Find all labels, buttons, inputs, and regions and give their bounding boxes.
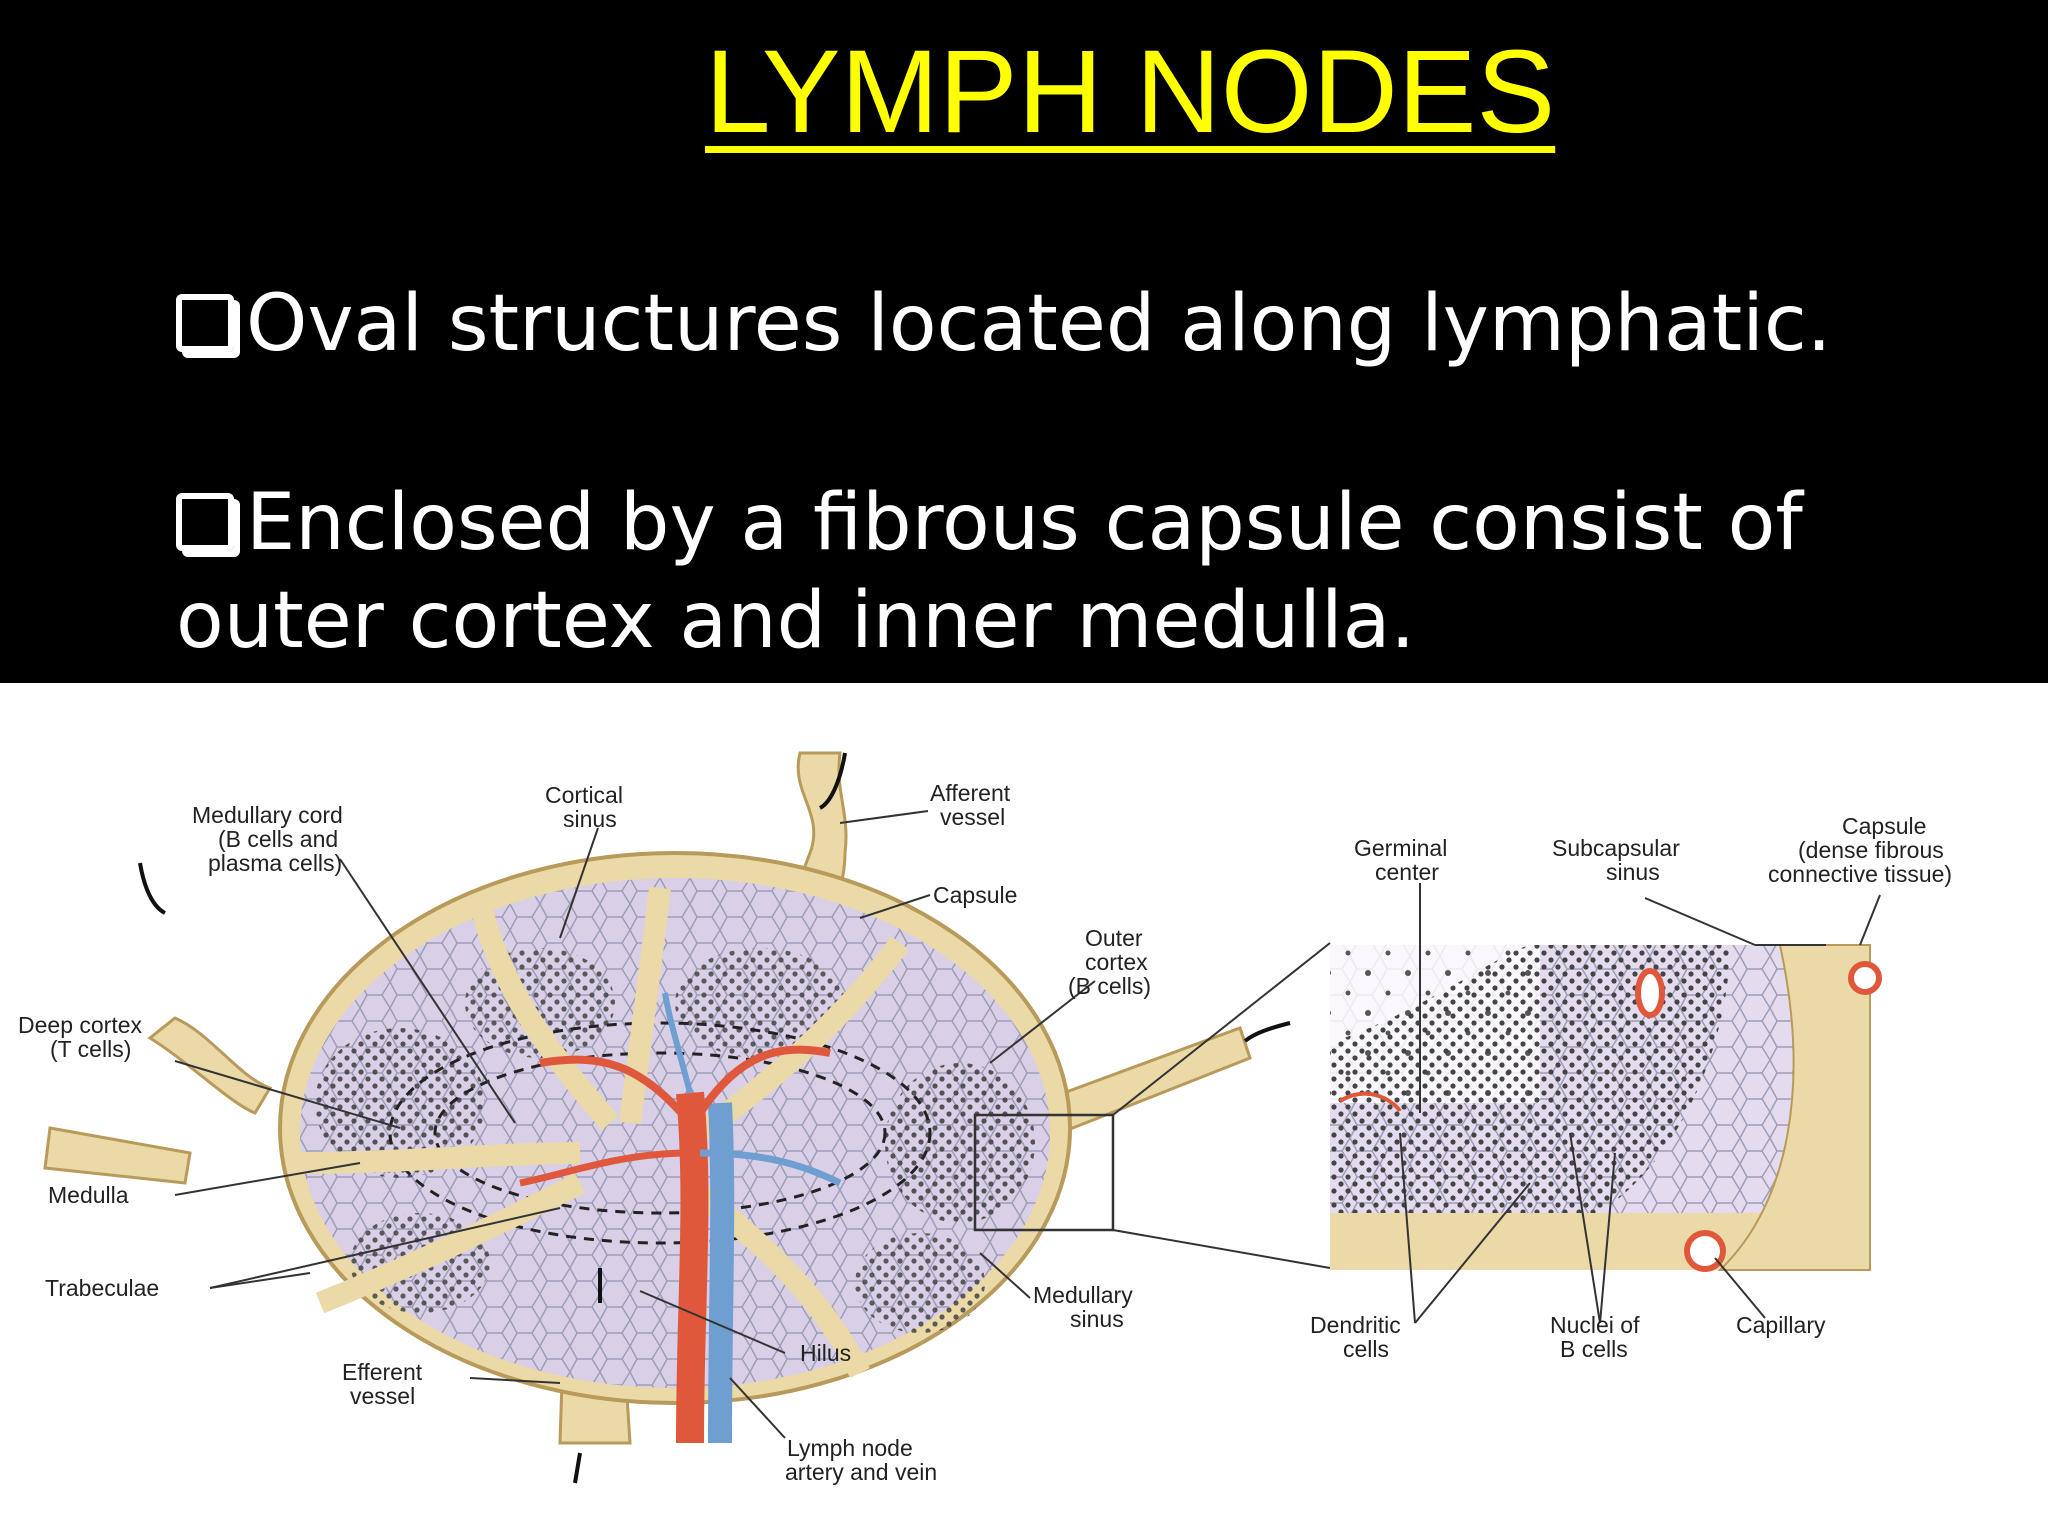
zoom-line-bottom bbox=[1112, 1229, 1331, 1269]
blood-vessels bbox=[519, 992, 842, 1444]
label-efferent-vessel: Efferent vessel bbox=[342, 1359, 429, 1409]
diagram-svg: Medullary cord (B cells and plasma cells… bbox=[18, 751, 1952, 1485]
label-hilus: Hilus bbox=[800, 1340, 851, 1366]
label-capsule-detail: Capsule (dense fibrous connective tissue… bbox=[1768, 813, 1952, 887]
label-medullary-sinus: Medullary sinus bbox=[1033, 1282, 1139, 1332]
label-afferent-vessel: Afferent vessel bbox=[930, 780, 1017, 830]
label-nuclei-b-cells: Nuclei of B cells bbox=[1550, 1312, 1646, 1362]
label-capsule: Capsule bbox=[933, 882, 1017, 908]
afferent-vessel-left bbox=[147, 1016, 273, 1115]
checkbox-bullet-icon bbox=[176, 493, 234, 551]
afferent-vessel-lower-left bbox=[43, 1126, 192, 1185]
bullet-2: Enclosed by a fibrous capsule consist of… bbox=[176, 474, 1976, 670]
bullet-1-text: Oval structures located along lymphatic. bbox=[246, 279, 1832, 369]
label-germinal-center: Germinal center bbox=[1354, 835, 1454, 885]
zoom-region-box bbox=[973, 1113, 1115, 1232]
label-outer-cortex: Outer cortex (B cells) bbox=[1068, 925, 1154, 999]
lymph-node-body bbox=[278, 851, 1072, 1405]
label-trabeculae: Trabeculae bbox=[45, 1275, 159, 1301]
label-dendritic-cells: Dendritic cells bbox=[1310, 1312, 1407, 1362]
label-medulla: Medulla bbox=[48, 1182, 129, 1208]
cortex-detail-panel bbox=[1330, 944, 1882, 1272]
label-lymph-node-vessels: Lymph node artery and vein bbox=[785, 1435, 937, 1485]
lymph-node-diagram: Medullary cord (B cells and plasma cells… bbox=[0, 683, 2048, 1536]
label-subcapsular-sinus: Subcapsular sinus bbox=[1552, 835, 1686, 885]
flow-arrows bbox=[138, 752, 1291, 1484]
slide-title: LYMPH NODES bbox=[705, 26, 1556, 158]
label-medullary-cord: Medullary cord (B cells and plasma cells… bbox=[192, 802, 349, 876]
leader-lines bbox=[174, 810, 1881, 1439]
bullet-1: Oval structures located along lymphatic. bbox=[176, 275, 1832, 373]
bullet-2-text: Enclosed by a fibrous capsule consist of… bbox=[176, 478, 1803, 666]
zoom-line-top bbox=[1112, 942, 1331, 1116]
label-deep-cortex: Deep cortex (T cells) bbox=[18, 1012, 148, 1062]
checkbox-bullet-icon bbox=[176, 294, 234, 352]
afferent-vessel-right bbox=[1048, 1026, 1252, 1136]
label-cortical-sinus: Cortical sinus bbox=[545, 782, 629, 832]
diagram-labels: Medullary cord (B cells and plasma cells… bbox=[18, 780, 1952, 1485]
label-capillary: Capillary bbox=[1736, 1312, 1826, 1338]
